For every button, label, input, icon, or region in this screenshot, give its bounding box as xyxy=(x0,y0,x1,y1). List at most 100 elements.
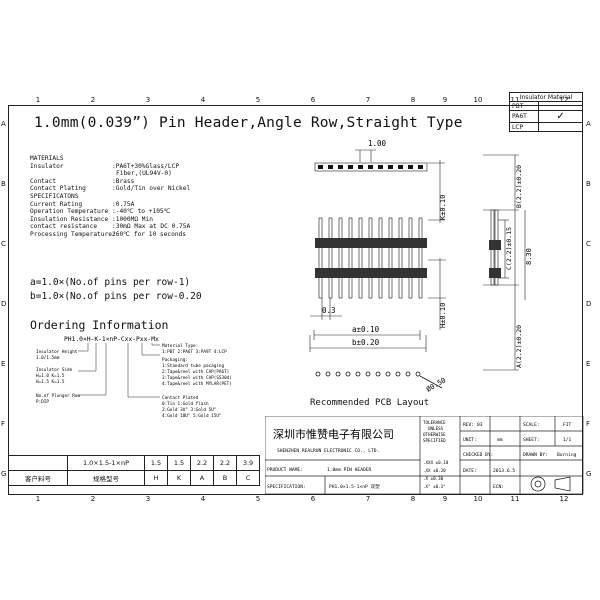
checked-label: CHECKED BY: xyxy=(463,452,493,458)
plating-2: 2:Gold 3U" 3:Gold 5U" xyxy=(162,407,216,413)
c-dimension: C(2.2)±0.15 xyxy=(505,227,513,270)
insulator-material-table: Insulator Material PBT PA6T✓ LCP xyxy=(508,92,583,132)
zone-col: 12 xyxy=(559,495,569,503)
unit-value: mm xyxy=(497,438,503,443)
proc-label: Processing Temperature: xyxy=(30,230,116,238)
plating-value: :Gold/Tin over Nickel xyxy=(112,185,191,193)
upper-insulator xyxy=(315,238,427,248)
optemp-label: Operation Temperature xyxy=(30,208,109,216)
bom-cell: 1.5 xyxy=(167,455,191,471)
top-row-pins xyxy=(318,165,423,169)
zone-col: 8 xyxy=(410,495,416,503)
drawn-label: DRAWN BY: xyxy=(523,452,548,458)
cont-res-label: contact resistance xyxy=(30,223,98,231)
plating-label: Contact Plated xyxy=(162,395,199,401)
sheet-value: 1/1 xyxy=(563,437,572,443)
pin-dimension: 0.3 xyxy=(322,306,336,315)
h-dimension: H±0.10 xyxy=(439,303,447,328)
zone-row: E xyxy=(586,360,591,368)
bom-header: A xyxy=(190,470,214,486)
zone-col: 3 xyxy=(145,495,151,503)
zone-row: D xyxy=(586,300,592,308)
ordering-heading: Ordering Information xyxy=(30,318,169,332)
zone-row: F xyxy=(586,420,591,428)
side-insulator-upper xyxy=(489,240,501,250)
insulator-label: Insulator xyxy=(30,162,64,170)
overall-dimension: 8.30 xyxy=(525,248,533,265)
company-name-en: SHENZHEN REALRUN ELECTRONIC CO., LTD. xyxy=(277,448,379,454)
zone-col: 5 xyxy=(255,495,261,503)
zone-col: 1 xyxy=(35,495,41,503)
material-name: PA6T xyxy=(508,110,540,123)
packaging-3: 3:Tape&reel with CAP(SS304) xyxy=(162,375,232,381)
checkmark-icon: ✓ xyxy=(538,110,583,123)
spec-heading: SPECIFICATONS xyxy=(30,192,79,200)
sheet-label: SHEET: xyxy=(523,437,540,443)
bom-cell: 1.5 xyxy=(144,455,168,471)
zone-col: 2 xyxy=(90,96,96,104)
proc-value: 260℃ for 10 seconds xyxy=(112,230,187,238)
company-name-cn: 深圳市惟赞电子有限公司 xyxy=(273,427,394,441)
k-dimension: K±0.10 xyxy=(439,195,447,220)
tolerance-5: .XXX ±0.10 xyxy=(423,460,449,465)
zone-col: 4 xyxy=(200,495,206,503)
ins-res-value: :1000MΩ Min xyxy=(112,215,153,223)
material-type-values: 1:PBT 2:PA6T 3:PA9T 4:LCP xyxy=(162,349,227,355)
zone-col: 3 xyxy=(145,96,151,104)
cont-res-value: :30mΩ Max at DC 0.75A xyxy=(112,223,191,231)
drawn-value: Burning xyxy=(557,452,577,458)
zone-row: G xyxy=(1,470,7,478)
title-block: 深圳市惟赞电子有限公司 SHENZHEN REALRUN ELECTRONIC … xyxy=(265,416,584,494)
zone-row: E xyxy=(1,360,6,368)
current-label: Current Rating xyxy=(30,200,83,208)
plunger-value: P:DIP xyxy=(36,399,49,405)
materials-heading: MATERIALS xyxy=(30,155,64,162)
title-block-grid xyxy=(265,416,584,494)
pcb-layout-label: Recommended PCB Layout xyxy=(310,398,430,408)
zone-col: 6 xyxy=(310,96,316,104)
projection-symbol-icon xyxy=(530,476,571,492)
material-type-label: Material Type: xyxy=(162,343,198,349)
material-check xyxy=(538,101,583,111)
tolerance-7: .X ±0.30 xyxy=(423,476,444,481)
zone-col: 7 xyxy=(365,96,371,104)
packaging-1: 1:Standard tube pacaging xyxy=(162,363,224,369)
materials-block: MATERIALS Insulator:PA6T+30%Glass/LCP Fi… xyxy=(30,155,260,239)
formula-a: a=1.0×(No.of pins per row-1) xyxy=(30,277,191,288)
zone-col: 6 xyxy=(310,495,316,503)
tolerance-4: SPECIFIED xyxy=(423,438,446,443)
scale-value: FIT xyxy=(563,422,572,428)
material-name: LCP xyxy=(508,122,540,132)
bom-header: C xyxy=(236,470,260,486)
packaging-4: 4:Tape&reel with MYLAR(PET) xyxy=(162,381,232,387)
scale-label: SCALE: xyxy=(523,422,540,428)
a2-dimension: A(2.2)±0.20 xyxy=(515,325,523,368)
bom-cell xyxy=(8,455,68,471)
material-name: PBT xyxy=(508,101,540,111)
bom-cell: 2.2 xyxy=(190,455,214,471)
b2-dimension: B(2.2)±0.20 xyxy=(515,165,523,208)
bom-header: B xyxy=(213,470,237,486)
bom-header: 客户料号 xyxy=(8,470,68,486)
ordering-leaders xyxy=(78,343,160,398)
plating-label: Contact Plating xyxy=(30,185,86,193)
side-view-drawing: B(2.2)±0.20 C(2.2)±0.15 8.30 A(2.2)±0.20 xyxy=(483,154,533,371)
zone-col: 11 xyxy=(510,495,520,503)
insulator-material-header: Insulator Material xyxy=(509,92,583,102)
specification-value: PH1.0×1.5-1×nP 双塑 xyxy=(329,483,380,490)
vertical-pins xyxy=(318,217,423,299)
specification-label: SPECIFICATION: xyxy=(267,484,306,490)
optemp-value: :-40℃ to +105℃ xyxy=(112,208,171,216)
insulator-value-2: Fiber,(UL94V-0) xyxy=(116,170,172,178)
rev-label: REV: xyxy=(463,422,474,428)
formula-b: b=1.0×(No.of pins per row-0.20 xyxy=(30,291,202,302)
product-name-label: PRODUCT NAME: xyxy=(267,467,303,473)
bom-header: 规格型号 xyxy=(67,470,145,486)
bom-header: H xyxy=(144,470,168,486)
drawing-frame xyxy=(8,105,583,495)
ecn-label: ECN: xyxy=(493,484,504,490)
zone-row: A xyxy=(1,120,6,128)
date-label: DATE: xyxy=(463,468,477,474)
pitch-dimension: 1.00 xyxy=(368,139,387,148)
b-dimension: b±0.20 xyxy=(352,338,380,347)
